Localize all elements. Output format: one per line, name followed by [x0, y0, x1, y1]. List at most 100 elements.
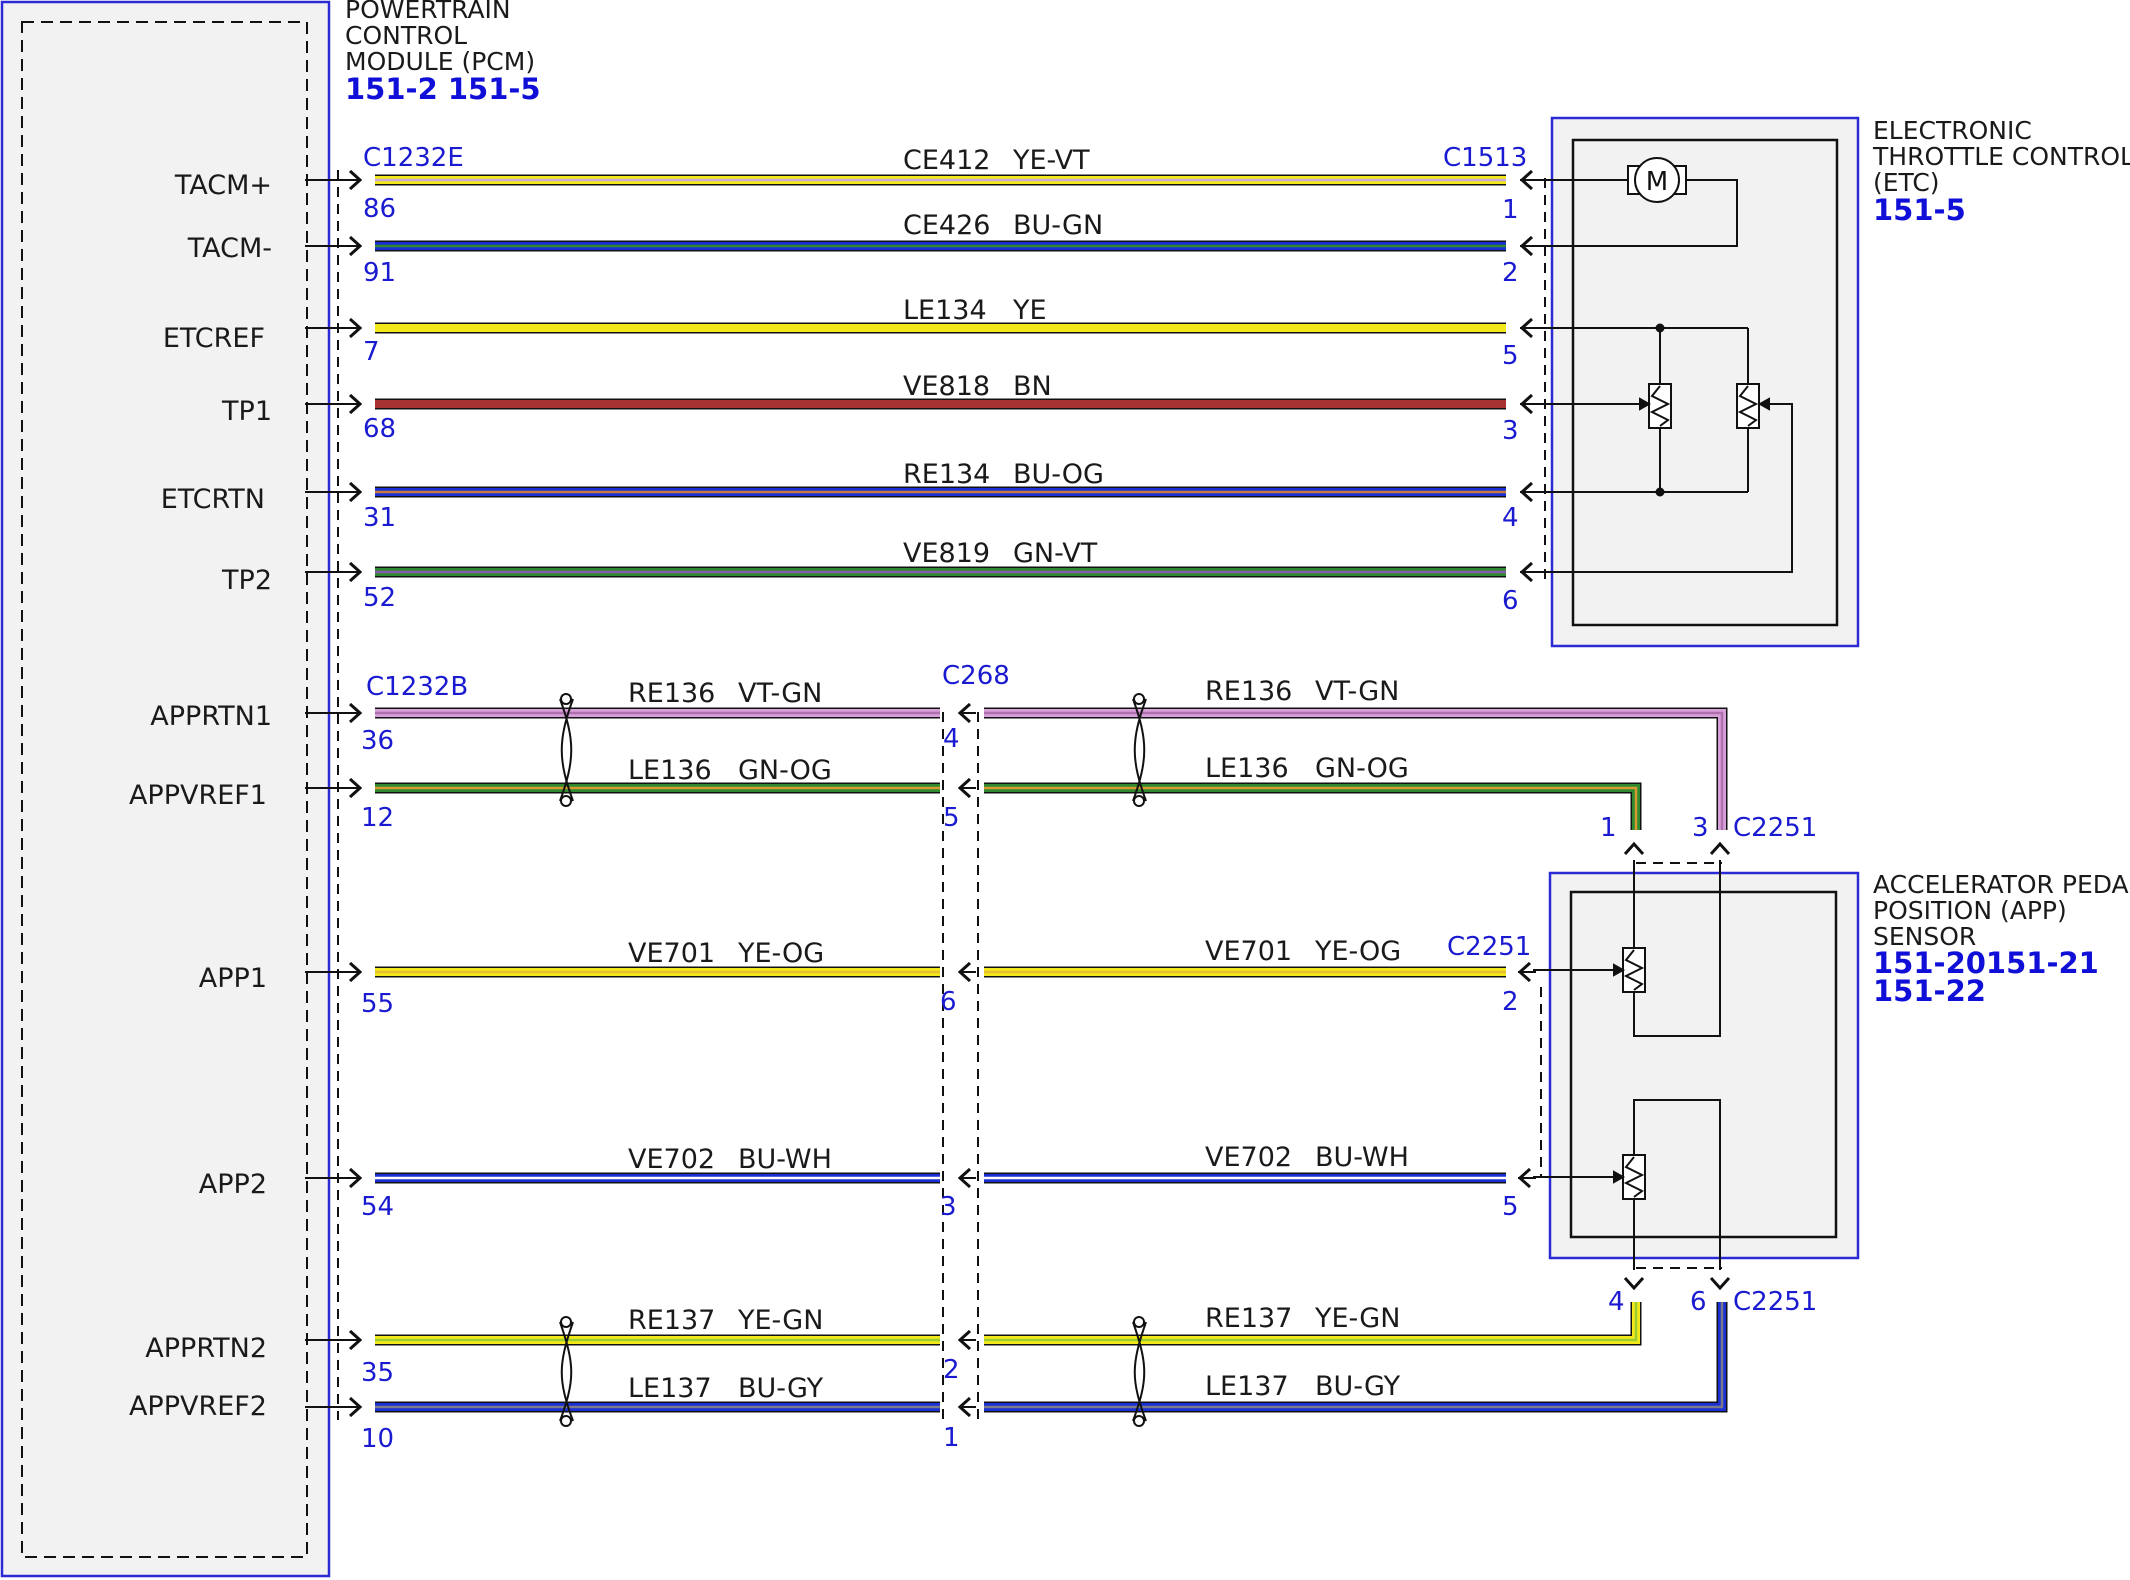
pcm-terminal-arrow: [348, 702, 363, 724]
connector-c2251-mid: C2251: [1447, 932, 1531, 962]
app-circuit-2-c268-pin: 5: [943, 803, 960, 833]
app-circuit-2-color-left: GN-OG: [738, 755, 832, 786]
etc-circuit-4-etc-pin: 3: [1502, 416, 1519, 446]
etc-circuit-2-etc-pin: 2: [1502, 258, 1519, 288]
connector-c2251-top: C2251: [1733, 813, 1817, 843]
app-wire-group: [305, 707, 1728, 1413]
c268-terminal-arrow: [957, 1396, 972, 1418]
etc-motor-return-line: [1538, 179, 1738, 247]
app-ref-link-1[interactable]: 151-20151-21: [1873, 946, 2099, 980]
app-circuit-1-id-right: RE136: [1205, 676, 1292, 707]
etc-wire-group: [305, 174, 1540, 578]
app-circuit-2-pcm-pin: 12: [361, 803, 394, 833]
pcm-terminal-arrow: [348, 777, 363, 799]
app-circuit-6-c268-pin: 1: [943, 1423, 960, 1453]
etc-circuit-2-pcm-pin: 91: [363, 258, 396, 288]
c268-terminal-arrow: [957, 1167, 972, 1189]
pcm-terminal-arrow: [348, 317, 363, 339]
app-circuit-2-app-pin: 1: [1600, 813, 1617, 843]
app-terminal-arrow: [1709, 841, 1731, 856]
etc-tp2-arrow: [1757, 397, 1770, 411]
etc-circuit-3-color: YE: [1012, 295, 1047, 326]
pcm-ref-link[interactable]: 151-2 151-5: [345, 72, 541, 106]
pcm-signal-labels: TACM+ TACM- ETCREF TP1 ETCRTN TP2 APPRTN…: [129, 170, 272, 1422]
etc-circuit-1-pcm-pin: 86: [363, 194, 396, 224]
etc-circuit-6-pcm-pin: 52: [363, 583, 396, 613]
app-circuit-5-pcm-pin: 35: [361, 1358, 394, 1388]
connector-c268: C268: [942, 661, 1010, 691]
app-circuit-5-id-right: RE137: [1205, 1303, 1292, 1334]
app-circuit-6-id-right: LE137: [1205, 1371, 1289, 1402]
wire-RE137-right-base: [984, 1302, 1640, 1344]
etc-tp1-arrow: [1639, 397, 1652, 411]
pcm-name-line-3: MODULE (PCM): [345, 47, 535, 76]
c268-terminal-arrow: [957, 961, 972, 983]
pcm-name-line-1: POWERTRAIN: [345, 0, 511, 24]
twisted-pair-markers: [559, 693, 1147, 1427]
app-circuit-2-id-right: LE136: [1205, 753, 1289, 784]
wire-LE136-right: [984, 782, 1642, 830]
connector-c2251-bottom: C2251: [1733, 1287, 1817, 1317]
signal-tacm-minus: TACM-: [187, 233, 272, 264]
wire-RE137-right: [984, 1302, 1642, 1346]
etc-internals: M: [1538, 157, 1793, 573]
etc-tp2-line: [1538, 403, 1793, 573]
etc-rtn-junction: [1655, 487, 1665, 497]
etc-circuit-5-pcm-pin: 31: [363, 503, 396, 533]
pcm-terminal-arrow: [348, 481, 363, 503]
motor-icon: M: [1627, 157, 1687, 203]
etc-circuit-1-etc-pin: 1: [1502, 195, 1519, 225]
app-terminal-arrow: [1623, 841, 1645, 856]
wire-LE136-right-stripe: [984, 786, 1638, 830]
wire-LE137-right: [984, 1302, 1728, 1413]
app-circuit-3-id-right: VE701: [1205, 936, 1292, 967]
twisted-pair-icon: [559, 1316, 574, 1427]
wire-RE136-right-stripe: [984, 711, 1724, 830]
app-circuit-3-pcm-pin: 55: [361, 989, 394, 1019]
etc-circuit-3-pcm-pin: 7: [363, 337, 380, 367]
pcm-terminal-arrow: [348, 1329, 363, 1351]
etc-circuit-4-pcm-pin: 68: [363, 414, 396, 444]
app-circuit-6-id-left: LE137: [628, 1373, 712, 1404]
app-circuit-5-color-left: YE-GN: [737, 1305, 823, 1336]
twisted-pair-icon: [1132, 693, 1147, 807]
wire-RE136-right: [984, 707, 1728, 830]
app-circuit-1-color-left: VT-GN: [738, 678, 822, 709]
terminal-arrows: [348, 169, 1731, 1418]
app-circuit-4-app-pin: 5: [1502, 1192, 1519, 1222]
app-circuit-2-id-left: LE136: [628, 755, 712, 786]
app-circuit-3-color-left: YE-OG: [737, 938, 824, 969]
connector-outlines: [337, 170, 1722, 1420]
etc-box: [1550, 116, 1860, 648]
etc-circuit-2-color: BU-GN: [1013, 210, 1103, 241]
etc-circuit-3-id: LE134: [903, 295, 987, 326]
signal-etcrtn: ETCRTN: [161, 484, 265, 515]
etc-circuit-2-id: CE426: [903, 210, 990, 241]
app-sensor-module: ACCELERATOR PEDAL POSITION (APP) SENSOR …: [1548, 870, 2130, 1260]
pcm-terminal-arrow: [348, 1396, 363, 1418]
signal-tacm-plus: TACM+: [174, 170, 272, 201]
etc-circuit-6-etc-pin: 6: [1502, 586, 1519, 616]
etc-terminal-arrow: [1519, 561, 1534, 583]
app-name-line-2: POSITION (APP): [1873, 896, 2067, 925]
svg-text:M: M: [1646, 167, 1668, 197]
app-circuit-labels: RE136 VT-GN RE136 VT-GN 36 4 3 LE136 GN-…: [361, 676, 1709, 1454]
signal-app2: APP2: [199, 1169, 267, 1200]
etc-terminal-arrow: [1519, 481, 1534, 503]
app-name-line-1: ACCELERATOR PEDAL: [1873, 870, 2130, 899]
pcm-terminal-arrow: [348, 961, 363, 983]
etc-ref-link[interactable]: 151-5: [1873, 193, 1966, 227]
app-ref-link-2[interactable]: 151-22: [1873, 974, 1986, 1008]
signal-etcref: ETCREF: [163, 323, 265, 354]
potentiometer-icon: [1622, 1154, 1646, 1200]
pcm-module: POWERTRAIN CONTROL MODULE (PCM) 151-2 15…: [0, 0, 541, 1578]
etc-circuit-1-color: YE-VT: [1012, 145, 1090, 176]
wire-LE136-right-outline: [984, 782, 1642, 830]
pcm-box: [0, 0, 331, 1578]
pcm-terminal-arrow: [348, 169, 363, 191]
app-rtn1-loop: [1633, 860, 1721, 1037]
pcm-terminal-arrow: [348, 393, 363, 415]
app-circuit-4-c268-pin: 3: [940, 1192, 957, 1222]
app-sig2-arrow: [1613, 1170, 1626, 1184]
